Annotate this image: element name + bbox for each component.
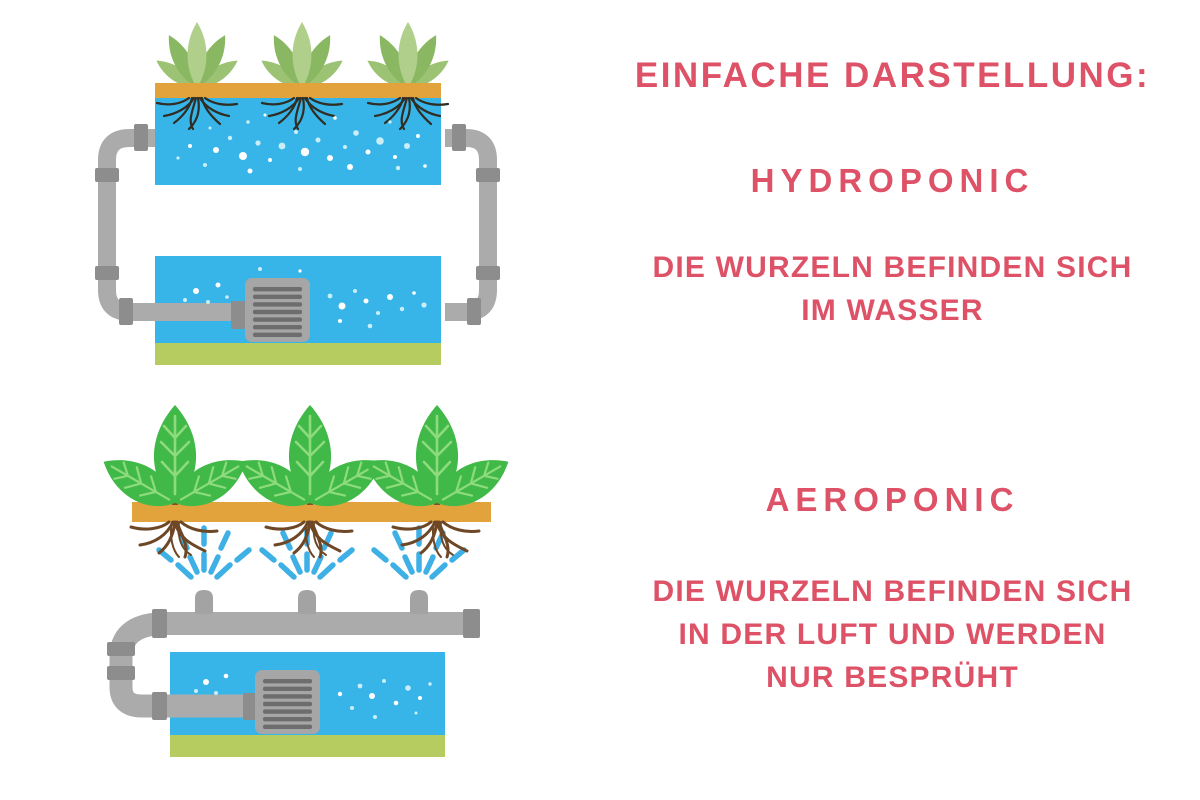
aero-plants <box>95 405 518 519</box>
aeroponic-description-line-1: DIE WURZELN BEFINDEN SICH <box>652 575 1133 608</box>
aeroponic-description: DIE WURZELN BEFINDEN SICH IN DER LUFT UN… <box>605 570 1180 699</box>
aero-pump <box>243 670 320 734</box>
aero-pipe-joints <box>107 609 480 720</box>
page-title: EINFACHE DARSTELLUNG: <box>634 56 1151 95</box>
text-column: EINFACHE DARSTELLUNG: HYDROPONIC DIE WUR… <box>605 0 1180 800</box>
hydroponic-description: DIE WURZELN BEFINDEN SICH IM WASSER <box>605 246 1180 332</box>
hydro-pump <box>231 278 310 342</box>
aeroponic-heading: AEROPONIC <box>765 481 1020 518</box>
aeroponic-description-line-3: NUR BESPRÜHT <box>766 661 1019 694</box>
aeroponic-illustration <box>0 395 600 757</box>
hydroponic-description-line-1: DIE WURZELN BEFINDEN SICH <box>652 251 1133 284</box>
hydro-bubbles <box>176 113 427 329</box>
aero-roots <box>129 520 481 559</box>
aero-grow-board <box>132 502 491 522</box>
hydro-pipe-joints <box>95 124 500 325</box>
aeroponic-description-line-2: IN DER LUFT UND WERDEN <box>678 618 1107 651</box>
hydro-grow-board <box>155 83 441 98</box>
hydroponic-description-line-2: IM WASSER <box>801 294 984 327</box>
hydroponic-heading: HYDROPONIC <box>750 162 1035 199</box>
hydroponic-illustration <box>95 0 500 365</box>
